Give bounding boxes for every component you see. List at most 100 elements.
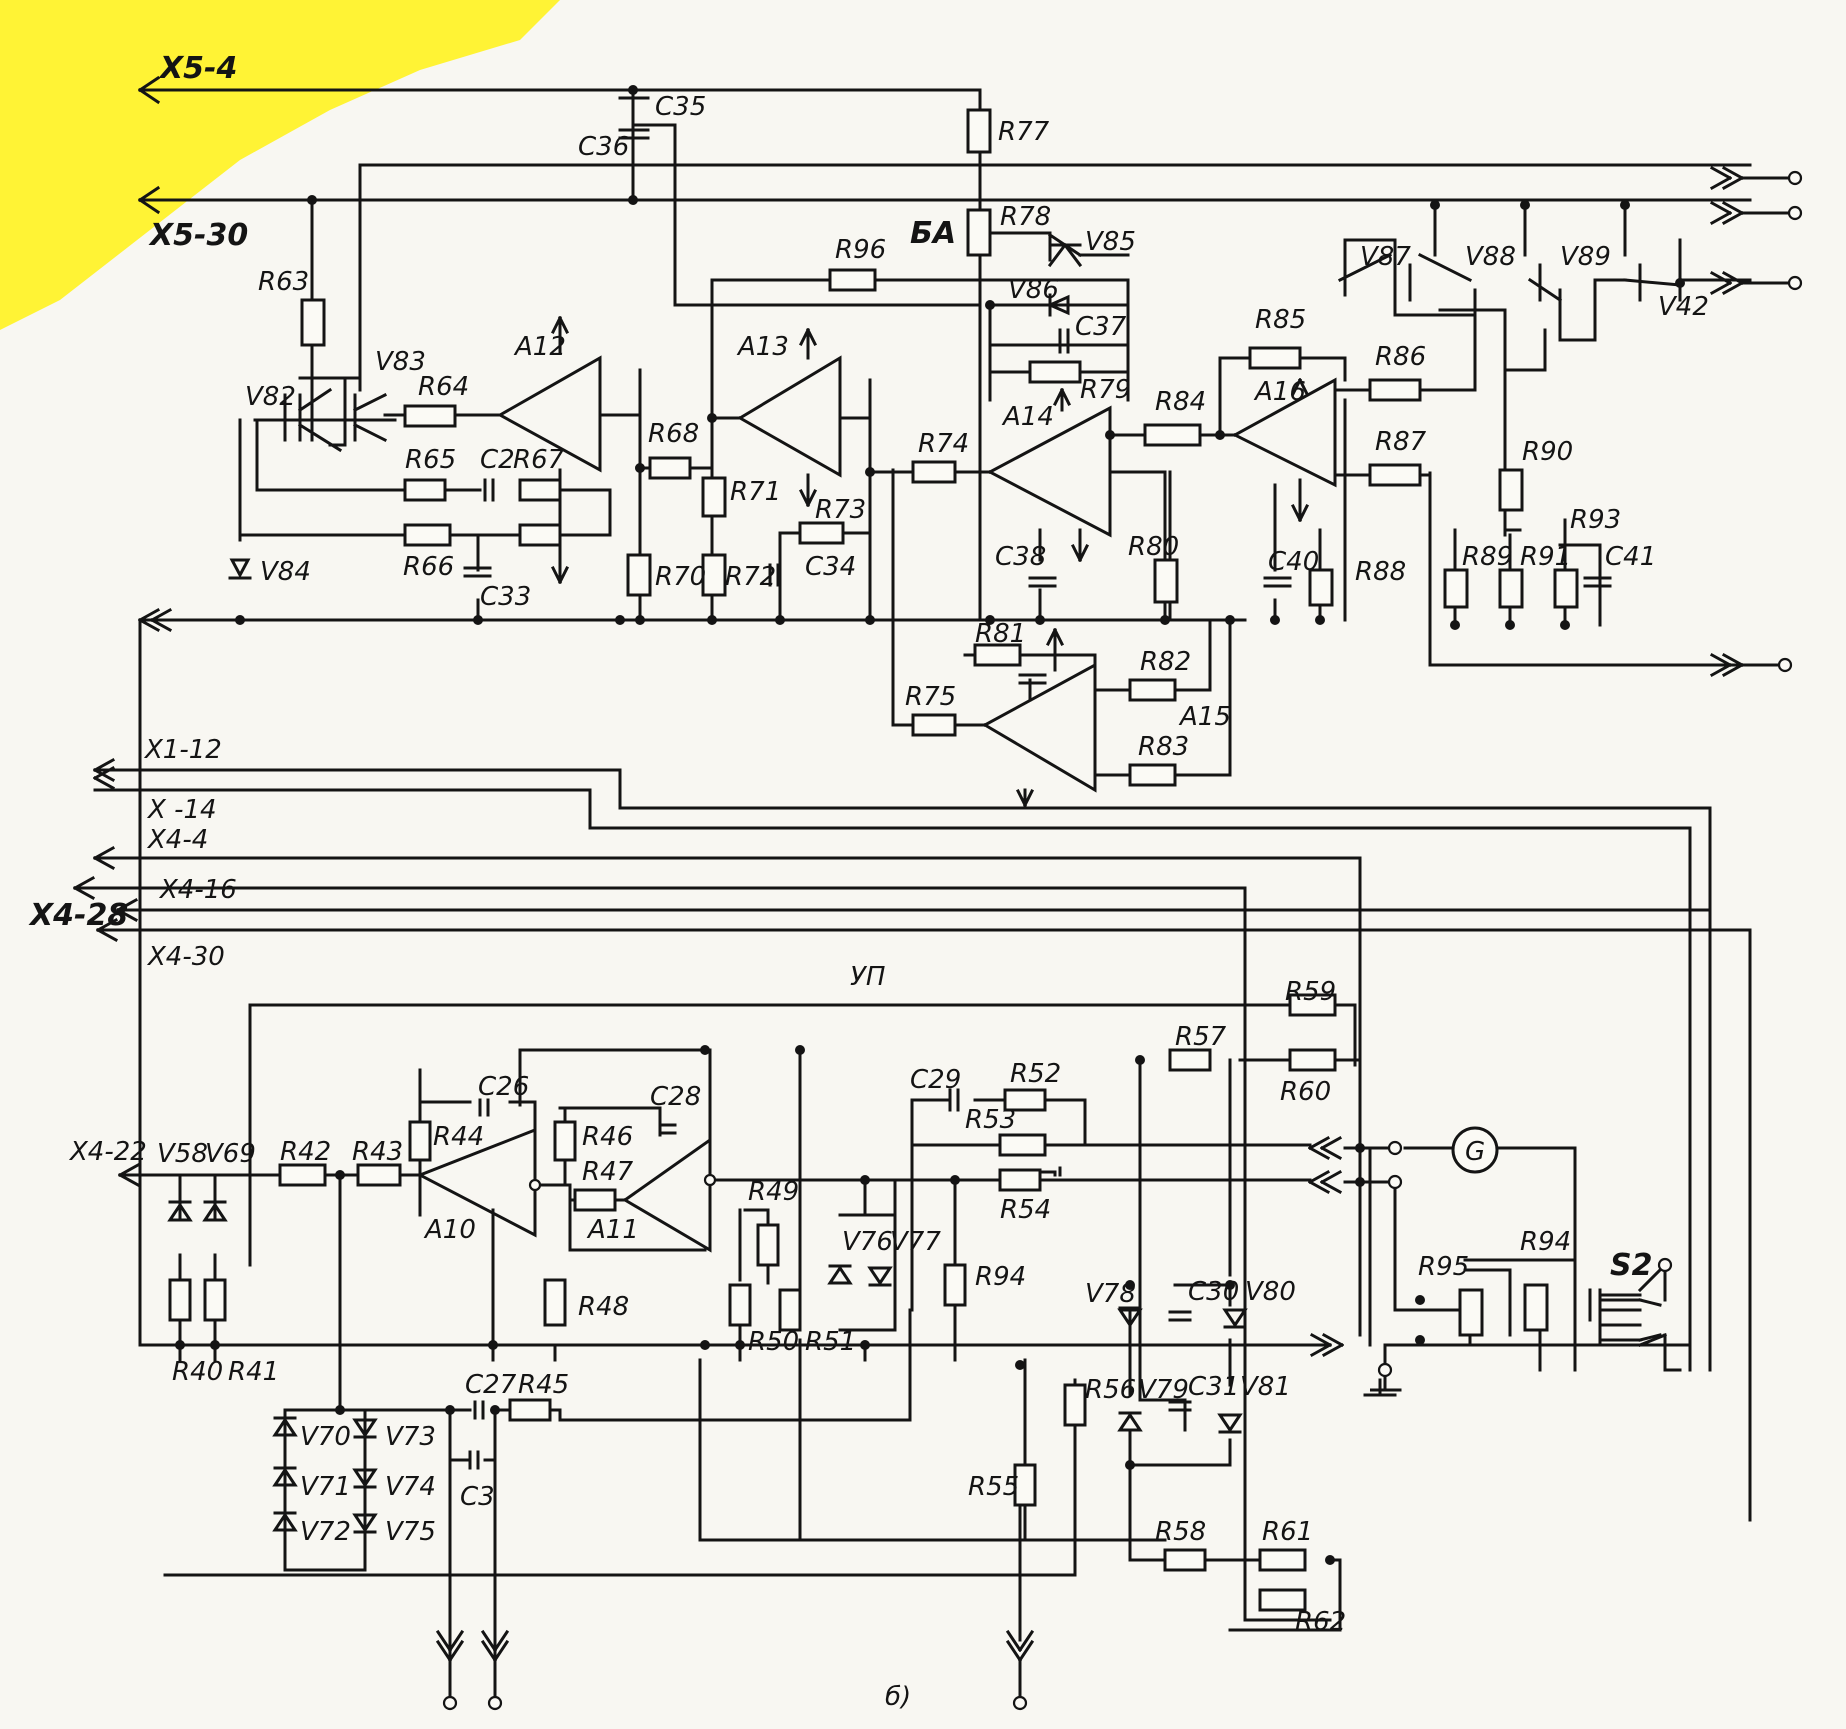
label-r64: R64 bbox=[418, 372, 469, 402]
label-r44: R44 bbox=[433, 1122, 484, 1152]
label-c31: C31 bbox=[1188, 1372, 1239, 1402]
label-r52: R52 bbox=[1010, 1059, 1061, 1089]
label-v86: V86 bbox=[1008, 275, 1059, 305]
label-c36: C34 bbox=[805, 552, 856, 582]
label-r40: R40 bbox=[172, 1357, 223, 1387]
label-c35: C36 bbox=[578, 132, 629, 162]
label-r88: R89 bbox=[1462, 542, 1513, 572]
label-r74: R74 bbox=[918, 429, 969, 459]
label-r61: R61 bbox=[1262, 1517, 1313, 1547]
label-c30: C30 bbox=[1188, 1277, 1239, 1307]
label-r53: R53 bbox=[965, 1105, 1016, 1135]
label-v76: V76 bbox=[842, 1227, 893, 1257]
label-r93: R95 bbox=[1418, 1252, 1469, 1282]
label-r86: R87 bbox=[1375, 427, 1427, 457]
label-r55: R55 bbox=[968, 1472, 1019, 1502]
label-r79: R80 bbox=[1128, 532, 1179, 562]
label-c38: C38 bbox=[995, 542, 1046, 572]
labels: X5-4 X5-30 X1-12 X -14 X4-4 X4-16 X4-28 … bbox=[28, 51, 1709, 1712]
label-v77: V77 bbox=[890, 1227, 941, 1257]
label-r65: R65 bbox=[405, 445, 456, 475]
label-r80: R81 bbox=[975, 619, 1026, 649]
label-r67: R67 bbox=[513, 445, 565, 475]
label-g: G bbox=[1465, 1137, 1485, 1167]
label-v73: V73 bbox=[385, 1422, 436, 1452]
block-up: УП bbox=[850, 962, 885, 992]
label-c2: C2 bbox=[480, 445, 515, 475]
label-v58: V58 bbox=[157, 1139, 208, 1169]
label-r89: R90 bbox=[1522, 437, 1573, 467]
label-r83: R83 bbox=[1138, 732, 1189, 762]
amp-arrows bbox=[550, 315, 1310, 808]
label-a16: A16 bbox=[1253, 377, 1306, 407]
label-r60: R60 bbox=[1280, 1077, 1331, 1107]
label-a13: A13 bbox=[736, 332, 789, 362]
label-r42: R42 bbox=[280, 1137, 331, 1167]
transistor-symbols bbox=[283, 242, 1642, 453]
label-v83: V83 bbox=[375, 347, 426, 377]
wires bbox=[72, 75, 1792, 1700]
label-r96: R96 bbox=[835, 235, 886, 265]
label-r46: R46 bbox=[582, 1122, 633, 1152]
capacitor-plates bbox=[463, 88, 1612, 1470]
label-r71: R71 bbox=[730, 477, 781, 507]
label-v87: V87 bbox=[1360, 242, 1411, 272]
label-r51: R51 bbox=[805, 1327, 856, 1357]
label-v78: V78 bbox=[1085, 1279, 1136, 1309]
label-r73: R73 bbox=[815, 495, 866, 525]
connector-x4-30: X4-30 bbox=[146, 942, 225, 972]
connector-x4-28: X4-28 bbox=[28, 898, 128, 933]
ground-symbol bbox=[1363, 1378, 1397, 1397]
label-v69: V69 bbox=[205, 1139, 256, 1169]
label-r62: R62 bbox=[1295, 1607, 1346, 1637]
connector-x5-4: X5-4 bbox=[158, 51, 237, 86]
highlight-marker bbox=[0, 0, 560, 330]
junction-dots bbox=[175, 85, 1685, 1565]
label-r90: R91 bbox=[1520, 542, 1571, 572]
label-v80: V80 bbox=[1245, 1277, 1296, 1307]
label-a15: A15 bbox=[1178, 702, 1231, 732]
label-r75: R75 bbox=[905, 682, 956, 712]
block-ba: БА bbox=[910, 216, 956, 251]
label-v79: V79 bbox=[1138, 1375, 1189, 1405]
label-v88: V88 bbox=[1465, 242, 1516, 272]
label-c27: C27 bbox=[465, 1370, 517, 1400]
connector-x1-12: X1-12 bbox=[143, 735, 222, 765]
label-r85: R86 bbox=[1375, 342, 1426, 372]
label-c34: C35 bbox=[655, 92, 706, 122]
label-v74: V74 bbox=[385, 1472, 436, 1502]
connector-x4-4: X4-4 bbox=[146, 825, 208, 855]
label-c26: C26 bbox=[478, 1072, 529, 1102]
label-s2: S2 bbox=[1610, 1248, 1652, 1283]
label-r41: R41 bbox=[228, 1357, 279, 1387]
label-c33: C33 bbox=[480, 582, 531, 612]
open-terminals bbox=[442, 170, 1803, 1711]
label-r56: R56 bbox=[1085, 1375, 1136, 1405]
label-v82: V82 bbox=[245, 382, 296, 412]
label-v71: V71 bbox=[300, 1472, 351, 1502]
generator-g bbox=[1451, 1126, 1499, 1174]
connector-x4-22: X4-22 bbox=[68, 1137, 147, 1167]
diode-symbols bbox=[167, 293, 1248, 1534]
figure-label: б) bbox=[885, 1682, 911, 1712]
label-r43: R43 bbox=[352, 1137, 403, 1167]
label-a12: A12 bbox=[513, 332, 566, 362]
label-r95: R94 bbox=[975, 1262, 1026, 1292]
label-r47: R47 bbox=[582, 1157, 634, 1187]
label-c41: C41 bbox=[1605, 542, 1656, 572]
connector-x5-30: X5-30 bbox=[148, 218, 248, 253]
label-r78: R79 bbox=[1080, 375, 1131, 405]
label-v75: V75 bbox=[385, 1517, 436, 1547]
label-r94: R94 bbox=[1520, 1227, 1571, 1257]
label-a14: A14 bbox=[1001, 402, 1054, 432]
label-v85: V85 bbox=[1085, 227, 1136, 257]
label-r57: R57 bbox=[1175, 1022, 1227, 1052]
connector-x4-16: X4-16 bbox=[158, 875, 237, 905]
label-r63: R63 bbox=[258, 267, 309, 297]
label-r81: R84 bbox=[1155, 387, 1206, 417]
label-r54: R54 bbox=[1000, 1195, 1051, 1225]
label-c28: C28 bbox=[650, 1082, 701, 1112]
label-c37: C37 bbox=[1075, 312, 1127, 342]
label-r68: R68 bbox=[648, 419, 699, 449]
resistor-bodies bbox=[168, 108, 1579, 1612]
